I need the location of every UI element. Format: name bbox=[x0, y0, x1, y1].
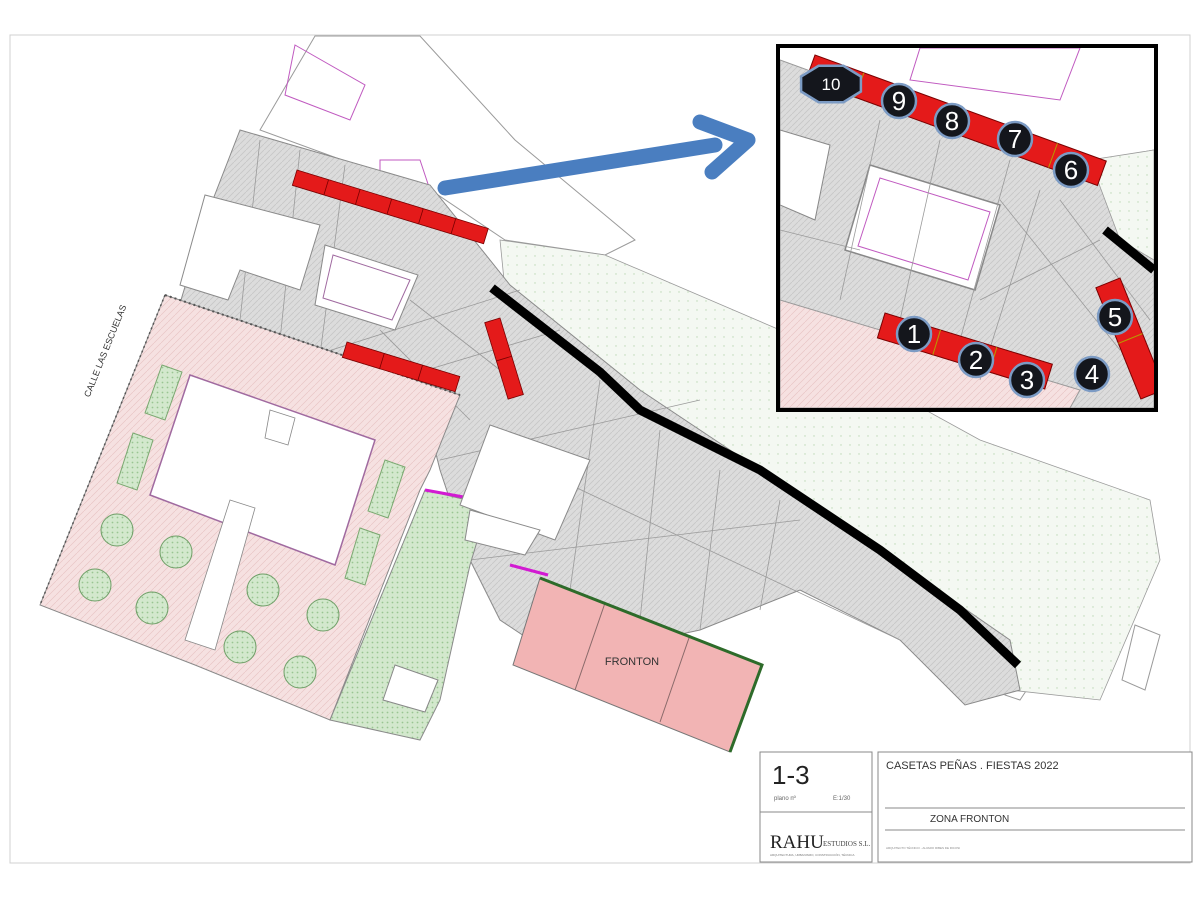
trees bbox=[78, 513, 340, 689]
fronton-wall bbox=[539, 576, 764, 753]
booth-row-bottom bbox=[341, 341, 461, 393]
inset-detail: 10 9 8 7 6 54 3 2 1 bbox=[776, 44, 1158, 412]
booth-marker-shape bbox=[1008, 361, 1046, 399]
boundary-wall bbox=[489, 284, 1022, 669]
company-suffix: ESTUDIOS S.L. bbox=[823, 840, 871, 848]
booth-marker-number: 4 bbox=[1085, 359, 1099, 389]
title-block bbox=[759, 751, 1193, 863]
booth-marker-number: 8 bbox=[945, 106, 959, 136]
booth-marker-number: 1 bbox=[907, 319, 921, 349]
booth-marker-4: 4 bbox=[1073, 355, 1111, 393]
booth-marker-shape bbox=[799, 64, 863, 104]
structure-left bbox=[179, 194, 321, 301]
street-label: CALLE LAS ESCUELAS bbox=[82, 303, 128, 398]
hedges bbox=[116, 364, 406, 586]
scale-label: E:1/30 bbox=[833, 796, 851, 802]
fronton-label: FRONTON bbox=[605, 656, 659, 668]
zoom-arrow bbox=[437, 114, 756, 196]
booth-marker-shape bbox=[880, 82, 918, 120]
booth-marker-number: 5 bbox=[1108, 302, 1122, 332]
booth-row-side bbox=[484, 317, 524, 400]
garden-edge bbox=[164, 294, 461, 396]
inset-markers: 10 9 8 7 6 54 3 2 1 bbox=[799, 64, 1134, 399]
booth-marker-7: 7 bbox=[996, 120, 1034, 158]
structure-right bbox=[459, 424, 591, 541]
booth-marker-shape bbox=[1096, 298, 1134, 336]
booth-marker-number: 10 bbox=[822, 75, 841, 94]
booth-marker-5: 5 bbox=[1096, 298, 1134, 336]
booth-marker-number: 9 bbox=[892, 86, 906, 116]
zone-label: ZONA FRONTON bbox=[930, 814, 1010, 825]
booth-marker-shape bbox=[933, 102, 971, 140]
booth-marker-3: 3 bbox=[1008, 361, 1046, 399]
booth-marker-number: 2 bbox=[969, 345, 983, 375]
booth-marker-shape bbox=[957, 341, 995, 379]
booth-marker-6: 6 bbox=[1052, 151, 1090, 189]
author-label: ARQUITECTO TÉCNICO - ALVARO RIBES DE RIC… bbox=[886, 846, 961, 850]
booth-marker-8: 8 bbox=[933, 102, 971, 140]
project-title: CASETAS PEÑAS . FIESTAS 2022 bbox=[886, 760, 1059, 772]
booth-marker-shape bbox=[1052, 151, 1090, 189]
booth-marker-10: 10 bbox=[799, 64, 863, 104]
booth-marker-number: 6 bbox=[1064, 155, 1078, 185]
booths-main bbox=[291, 169, 524, 400]
company-tagline: ARQUITECTURA, URBANISMO, CONSTRUCCIÓN, T… bbox=[770, 853, 855, 857]
sheet-number: 1-3 bbox=[772, 760, 810, 790]
main-building bbox=[149, 374, 376, 566]
booth-marker-shape bbox=[1073, 355, 1111, 393]
booth-marker-1: 1 bbox=[895, 315, 933, 353]
booth-marker-2: 2 bbox=[957, 341, 995, 379]
booth-marker-shape bbox=[996, 120, 1034, 158]
booth-marker-9: 9 bbox=[880, 82, 918, 120]
sheet-border bbox=[9, 34, 1191, 864]
company-logo: RAHU bbox=[770, 832, 824, 853]
booth-row-top bbox=[291, 169, 489, 245]
structure-mid bbox=[314, 244, 419, 331]
booth-marker-number: 3 bbox=[1020, 365, 1034, 395]
booth-marker-shape bbox=[895, 315, 933, 353]
booth-marker-number: 7 bbox=[1008, 124, 1022, 154]
sheet-caption: plano nº bbox=[774, 796, 796, 802]
